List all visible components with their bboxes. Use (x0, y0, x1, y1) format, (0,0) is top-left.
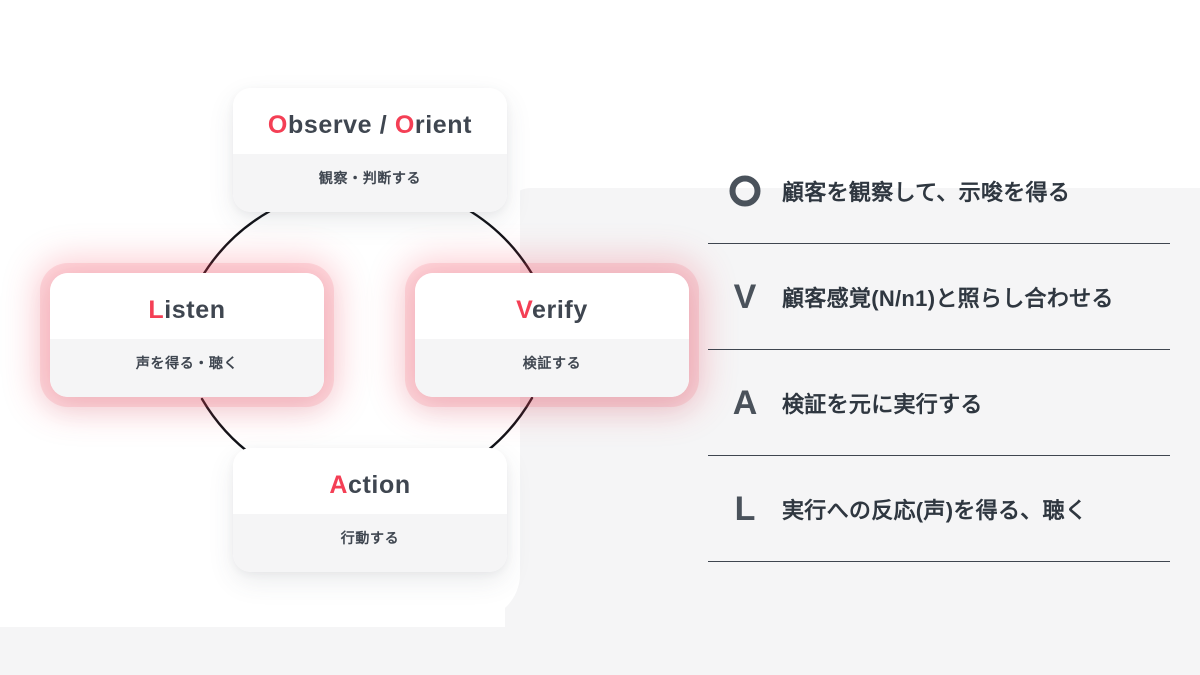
card-action-accent-1: A (329, 470, 348, 499)
legend-row-o: 顧客を観察して、示唆を得る (708, 138, 1170, 244)
card-listen-rest-1: isten (164, 295, 226, 324)
card-verify-title-area: Verify (415, 273, 689, 339)
legend-list: 顧客を観察して、示唆を得る V 顧客感覚(N/n1)と照らし合わせる A 検証を… (708, 138, 1170, 562)
legend-text-l: 実行への反応(声)を得る、聴く (782, 497, 1088, 523)
letter-a-icon: A (732, 383, 758, 422)
right-gray-panel (505, 188, 1200, 628)
card-listen-title: Listen (148, 288, 225, 325)
legend-row-v: V 顧客感覚(N/n1)と照らし合わせる (708, 244, 1170, 350)
card-observe-orient[interactable]: Observe / Orient 観察・判断する (233, 88, 507, 212)
card-observe-title-area: Observe / Orient (233, 88, 507, 154)
card-observe-subtitle-area: 観察・判断する (233, 154, 507, 212)
card-verify-subtitle-area: 検証する (415, 339, 689, 397)
card-action-title: Action (329, 463, 410, 500)
card-observe-subtitle: 観察・判断する (318, 170, 422, 186)
legend-text-o: 顧客を観察して、示唆を得る (782, 179, 1071, 205)
legend-row-a: A 検証を元に実行する (708, 350, 1170, 456)
letter-o-ring-icon (708, 174, 782, 208)
card-listen-subtitle: 声を得る・聴く (135, 355, 239, 371)
card-verify-title: Verify (516, 288, 588, 325)
card-observe-accent-1: O (267, 110, 288, 139)
card-verify[interactable]: Verify 検証する (415, 273, 689, 397)
card-action-subtitle-area: 行動する (233, 514, 507, 572)
card-listen-subtitle-area: 声を得る・聴く (50, 339, 324, 397)
card-listen[interactable]: Listen 声を得る・聴く (50, 273, 324, 397)
card-action[interactable]: Action 行動する (233, 448, 507, 572)
card-observe-accent-2: O (394, 110, 415, 139)
card-action-rest-1: ction (347, 470, 411, 499)
card-listen-title-area: Listen (50, 273, 324, 339)
bottom-gray-strip (0, 627, 1200, 675)
card-verify-accent-1: V (516, 295, 533, 324)
card-action-subtitle: 行動する (340, 530, 400, 546)
legend-text-a: 検証を元に実行する (782, 391, 983, 417)
card-observe-rest-2: rient (414, 110, 473, 139)
legend-text-v: 顧客感覚(N/n1)と照らし合わせる (782, 285, 1114, 311)
letter-v-icon: V (733, 277, 757, 316)
oval-cycle-diagram: Observe / Orient 観察・判断する Listen 声を得る・聴く … (40, 80, 700, 590)
card-listen-accent-1: L (148, 295, 165, 324)
card-verify-rest-1: erify (532, 295, 588, 324)
letter-l-icon: L (734, 489, 756, 528)
card-action-title-area: Action (233, 448, 507, 514)
card-observe-title: Observe / Orient (268, 103, 472, 140)
legend-row-l: L 実行への反応(声)を得る、聴く (708, 456, 1170, 562)
card-verify-subtitle: 検証する (522, 355, 582, 371)
card-observe-rest-1: bserve / (287, 110, 395, 139)
